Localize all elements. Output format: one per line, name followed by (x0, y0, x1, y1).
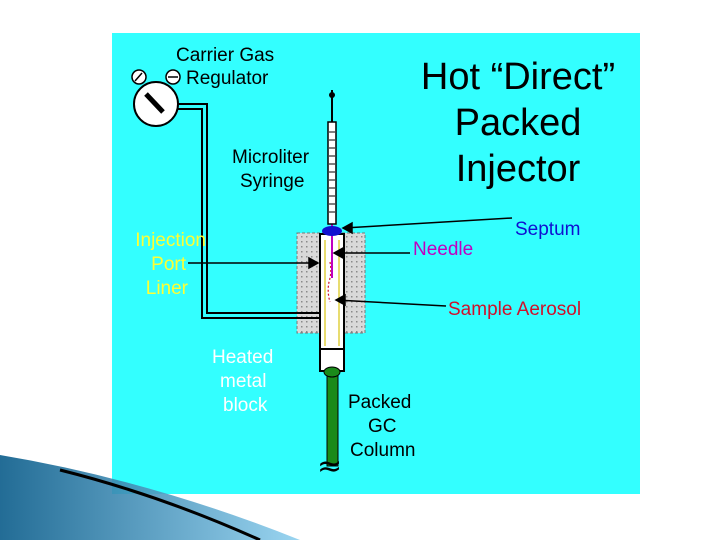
heated-block-label-line-3: block (223, 395, 268, 416)
injection-port-label-line-1: Injection (135, 230, 206, 251)
gauge-right-icon (165, 69, 181, 85)
carrier-gas-label-line-2: Regulator (186, 68, 269, 89)
column-fitting (323, 366, 341, 378)
sample-aerosol-label: Sample Aerosol (448, 299, 582, 320)
column-label-line-3: Column (350, 440, 416, 461)
carrier-gas-tube-inner (178, 108, 320, 319)
syringe-label-line-1: Microliter (232, 147, 310, 168)
septum (322, 226, 342, 236)
heated-block-label-line-2: metal (220, 371, 267, 392)
syringe-plunger-head (329, 92, 335, 98)
diagram-title-line-1: Hot “Direct” (420, 56, 616, 98)
arrow-aerosol (334, 293, 346, 307)
septum-label: Septum (515, 219, 581, 240)
column-break-symbol: ≈ (317, 449, 343, 484)
arrow-liner (308, 256, 320, 270)
leader-septum (343, 217, 513, 229)
diagram-title-line-2: Packed (454, 102, 582, 144)
needle-label: Needle (413, 239, 474, 260)
leader-aerosol (335, 299, 447, 307)
carrier-gas-label-line-1: Carrier Gas (176, 45, 275, 66)
arrow-septum (341, 221, 353, 235)
arrow-needle (332, 246, 344, 260)
column-label-line-2: GC (368, 416, 397, 437)
gauge-left-icon (131, 69, 147, 85)
column-label-line-1: Packed (348, 392, 412, 413)
syringe-label-line-2: Syringe (240, 171, 305, 192)
slide-swoosh-edge (59, 468, 261, 540)
injection-port-label-line-2: Port (151, 254, 186, 275)
carrier-gas-tube (178, 103, 320, 314)
regulator-dial-icon (133, 81, 179, 127)
sample-aerosol-trail (327, 261, 332, 303)
injection-port-label-line-3: Liner (145, 278, 188, 299)
syringe-graduations (329, 131, 335, 213)
diagram-title-line-3: Injector (455, 148, 581, 190)
heated-block-label-line-1: Heated (212, 347, 274, 368)
syringe-barrel (327, 121, 337, 225)
